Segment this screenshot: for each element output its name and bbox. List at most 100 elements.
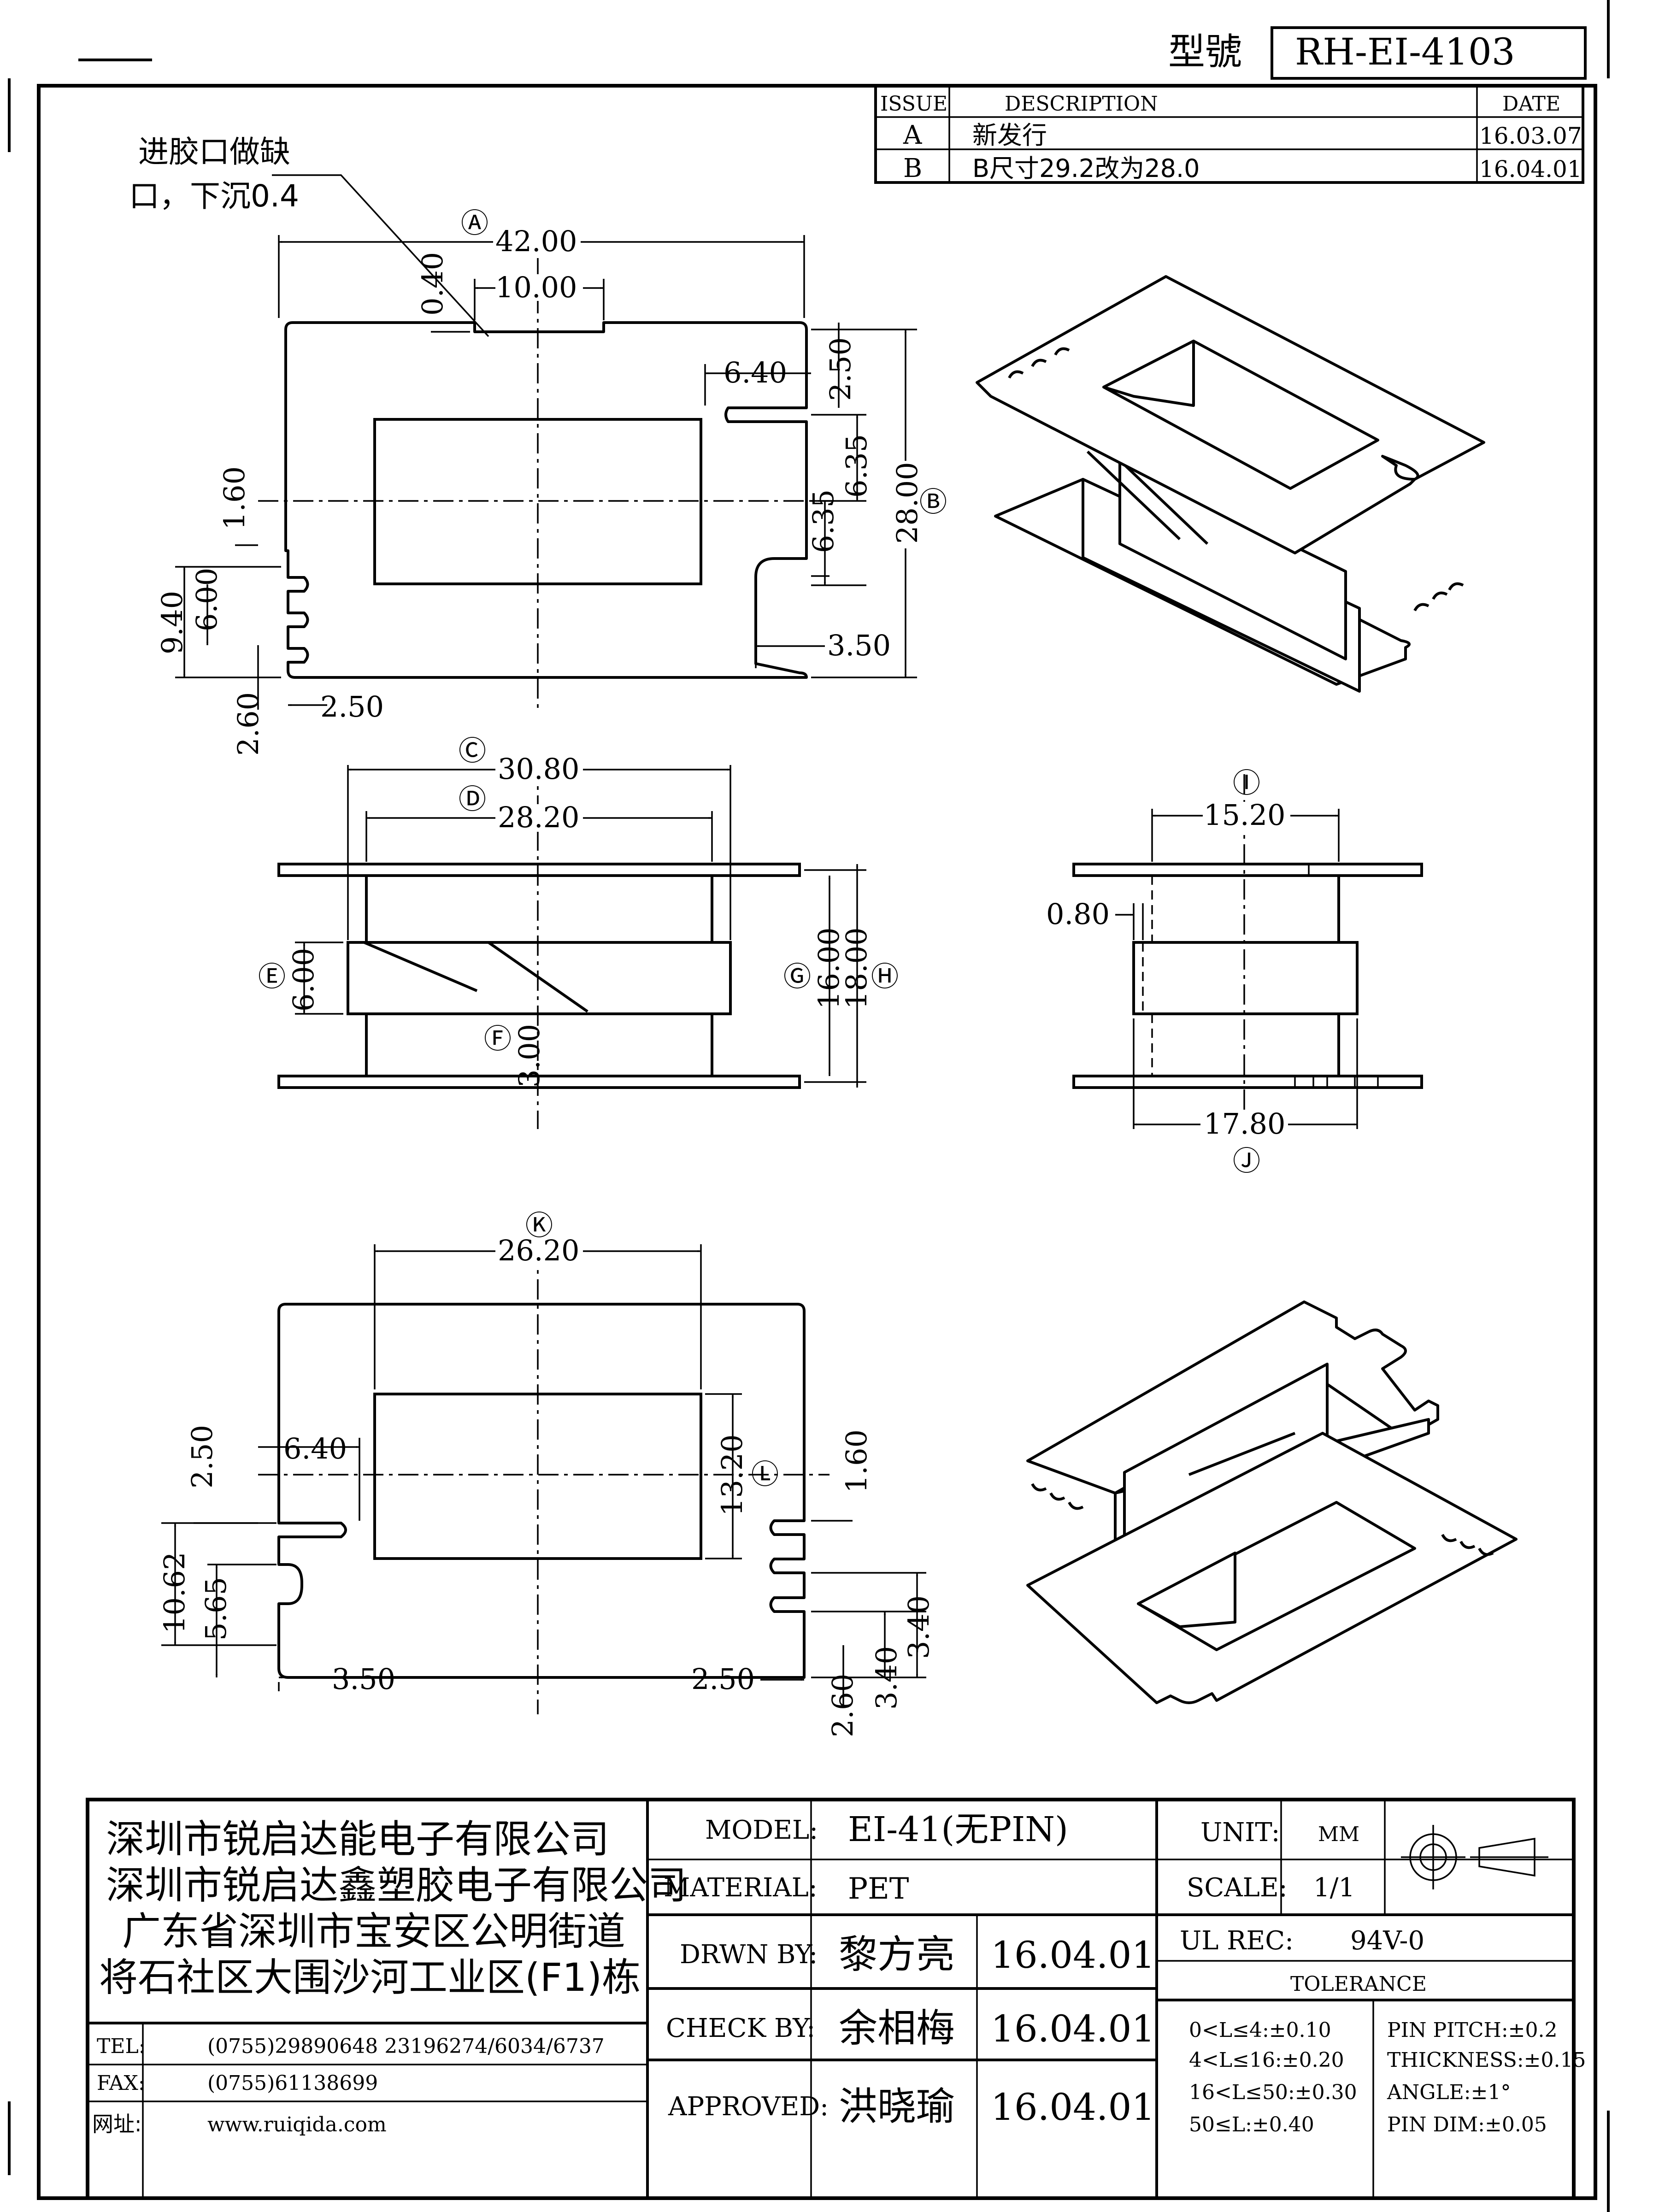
dim-f-label: Ⓕ: [484, 1023, 512, 1055]
revision-header-description: DESCRIPTION: [1005, 92, 1158, 116]
side-view: 15.20 Ⓘ 17.80 Ⓙ 0.80: [1046, 767, 1423, 1177]
gate-note: 进胶口做缺 口，下沉0.4: [129, 134, 489, 337]
approved-by-date: 16.04.01: [991, 2086, 1155, 2129]
dim-f-value: 3.00: [512, 1024, 546, 1088]
dim-pin-slot-width: 1.60: [218, 466, 251, 530]
checked-by-name: 余相梅: [839, 2006, 955, 2051]
tolerance-right-4: PIN DIM:±0.05: [1387, 2113, 1547, 2136]
company-address-2: 将石社区大围沙河工业区(F1)栋: [99, 1955, 641, 2000]
dim-c-label: Ⓒ: [459, 735, 486, 767]
dim-e-label: Ⓔ: [258, 961, 286, 993]
revision-description-a: 新发行: [972, 121, 1047, 150]
tolerance-right-2: THICKNESS:±0.15: [1387, 2048, 1586, 2072]
projection-symbol-icon: [1401, 1825, 1548, 1889]
ul-rec-value: 94V-0: [1350, 1926, 1424, 1956]
dim-l-label: Ⓛ: [751, 1459, 779, 1491]
dim-notch-depth: 0.40: [416, 252, 449, 316]
tel-value: (0755)29890648 23196274/6034/6737: [207, 2035, 605, 2058]
dim-slot-offset: 2.50: [824, 337, 857, 401]
web-value: www.ruiqida.com: [207, 2113, 387, 2136]
tolerance-right-3: ANGLE:±1°: [1387, 2081, 1511, 2104]
dim-right-leg-width: 3.50: [827, 629, 891, 662]
dim-k-value: 26.20: [498, 1234, 580, 1267]
company-name-1: 深圳市锐启达能电子有限公司: [106, 1817, 609, 1862]
dim-bottom-pin-pitch-a: 3.40: [902, 1595, 935, 1659]
dim-slot-pitch-upper: 6.35: [840, 434, 873, 498]
dim-i-label: Ⓘ: [1233, 767, 1260, 800]
dim-notch-width: 10.00: [495, 271, 577, 304]
revision-header-issue: ISSUE: [880, 92, 947, 116]
drawn-by-label: DRWN BY:: [680, 1940, 818, 1970]
company-address-1: 广东省深圳市宝安区公明街道: [122, 1909, 625, 1954]
part-number-header: 型號 RH-EI-4103: [1168, 26, 1587, 80]
dim-pin-depth: 2.50: [320, 690, 384, 724]
approved-by-name: 洪晓瑜: [839, 2084, 955, 2129]
dim-flange-thickness: 0.80: [1046, 897, 1110, 931]
note-line-2: 口，下沉0.4: [129, 178, 299, 214]
model-value: EI-41(无PIN): [848, 1810, 1068, 1849]
dim-bottom-slot-offset: 2.50: [185, 1425, 219, 1488]
dim-i-value: 15.20: [1204, 798, 1286, 832]
revision-date-b: 16.04.01: [1479, 156, 1582, 182]
dim-bottom-pin-bottom: 2.60: [826, 1674, 859, 1737]
dim-a-value: 42.00: [495, 224, 577, 258]
dim-h-label: Ⓗ: [871, 961, 899, 993]
isometric-view-top: [976, 275, 1485, 693]
material-value: PET: [848, 1872, 909, 1906]
dim-c-value: 30.80: [498, 752, 580, 786]
revision-issue-a: A: [903, 120, 922, 150]
scale-label: SCALE:: [1187, 1873, 1288, 1903]
revision-issue-b: B: [903, 153, 922, 183]
tolerance-left-3: 16<L≤50:±0.30: [1189, 2081, 1357, 2104]
dim-slot-pitch-lower: 6.35: [806, 489, 840, 553]
tolerance-right-1: PIN PITCH:±0.2: [1387, 2018, 1558, 2042]
dim-g-value: 16.00: [812, 928, 846, 1010]
note-line-1: 进胶口做缺: [138, 134, 290, 170]
checked-by-label: CHECK BY:: [666, 2013, 815, 2043]
dim-l-value: 13.20: [715, 1435, 749, 1517]
dim-j-value: 17.80: [1204, 1107, 1286, 1141]
isometric-view-bottom: [1026, 1300, 1518, 1704]
dim-bottom-pin-span: 10.62: [158, 1552, 191, 1634]
model-no-label: 型號: [1168, 30, 1242, 73]
dim-h-value: 18.00: [840, 928, 873, 1010]
dim-g-label: Ⓖ: [783, 961, 811, 993]
dim-j-label: Ⓙ: [1233, 1145, 1260, 1177]
tolerance-left-1: 0<L≤4:±0.10: [1189, 2018, 1331, 2042]
web-label: 网址:: [92, 2112, 142, 2136]
tolerance-left-4: 50≤L:±0.40: [1189, 2113, 1314, 2136]
tel-label: TEL:: [97, 2035, 146, 2058]
dim-bottom-slot-length: 6.40: [283, 1432, 347, 1465]
fax-value: (0755)61138699: [207, 2071, 378, 2095]
dim-d-value: 28.20: [498, 800, 580, 834]
dim-left-leg-width: 3.50: [332, 1662, 395, 1696]
drawn-by-date: 16.04.01: [991, 1934, 1155, 1977]
revision-date-a: 16.03.07: [1479, 123, 1582, 149]
drawn-by-name: 黎方亮: [839, 1932, 955, 1977]
checked-by-date: 16.04.01: [991, 2007, 1155, 2050]
scale-value: 1/1: [1313, 1873, 1355, 1903]
dim-pin-span: 9.40: [155, 591, 189, 654]
dim-k-label: Ⓚ: [525, 1210, 553, 1242]
dim-bottom-pin-pitch: 5.65: [199, 1577, 233, 1641]
ul-rec-label: UL REC:: [1180, 1926, 1294, 1956]
model-label: MODEL:: [705, 1815, 818, 1845]
revision-header-date: DATE: [1502, 92, 1560, 116]
dim-a-label: Ⓐ: [461, 207, 488, 240]
dim-bottom-pin-pitch-b: 3.40: [870, 1646, 903, 1710]
revision-description-b: B尺寸29.2改为28.0: [972, 154, 1200, 183]
top-view: 42.00 Ⓐ 10.00 0.40 28.00 Ⓑ 6.40 2.50 6.3…: [155, 207, 947, 756]
dim-bottom-pin-depth: 2.50: [691, 1662, 755, 1696]
unit-value: MM: [1318, 1823, 1359, 1846]
material-label: MATERIAL:: [664, 1873, 818, 1903]
tolerance-label: TOLERANCE: [1290, 1972, 1427, 1996]
dim-e-value: 6.00: [287, 948, 320, 1012]
fax-label: FAX:: [97, 2071, 145, 2095]
dim-slot-length: 6.40: [724, 356, 787, 389]
bottom-view: 26.20 Ⓚ 13.20 Ⓛ 6.40 2.50 10.62 5.65 3.5…: [158, 1210, 935, 1737]
dim-pin-bottom: 2.60: [231, 692, 265, 756]
title-block: 深圳市锐启达能电子有限公司 深圳市锐启达鑫塑胶电子有限公司 广东省深圳市宝安区公…: [86, 1798, 1586, 2200]
tolerance-left-2: 4<L≤16:±0.20: [1189, 2048, 1344, 2072]
unit-label: UNIT:: [1200, 1818, 1280, 1847]
